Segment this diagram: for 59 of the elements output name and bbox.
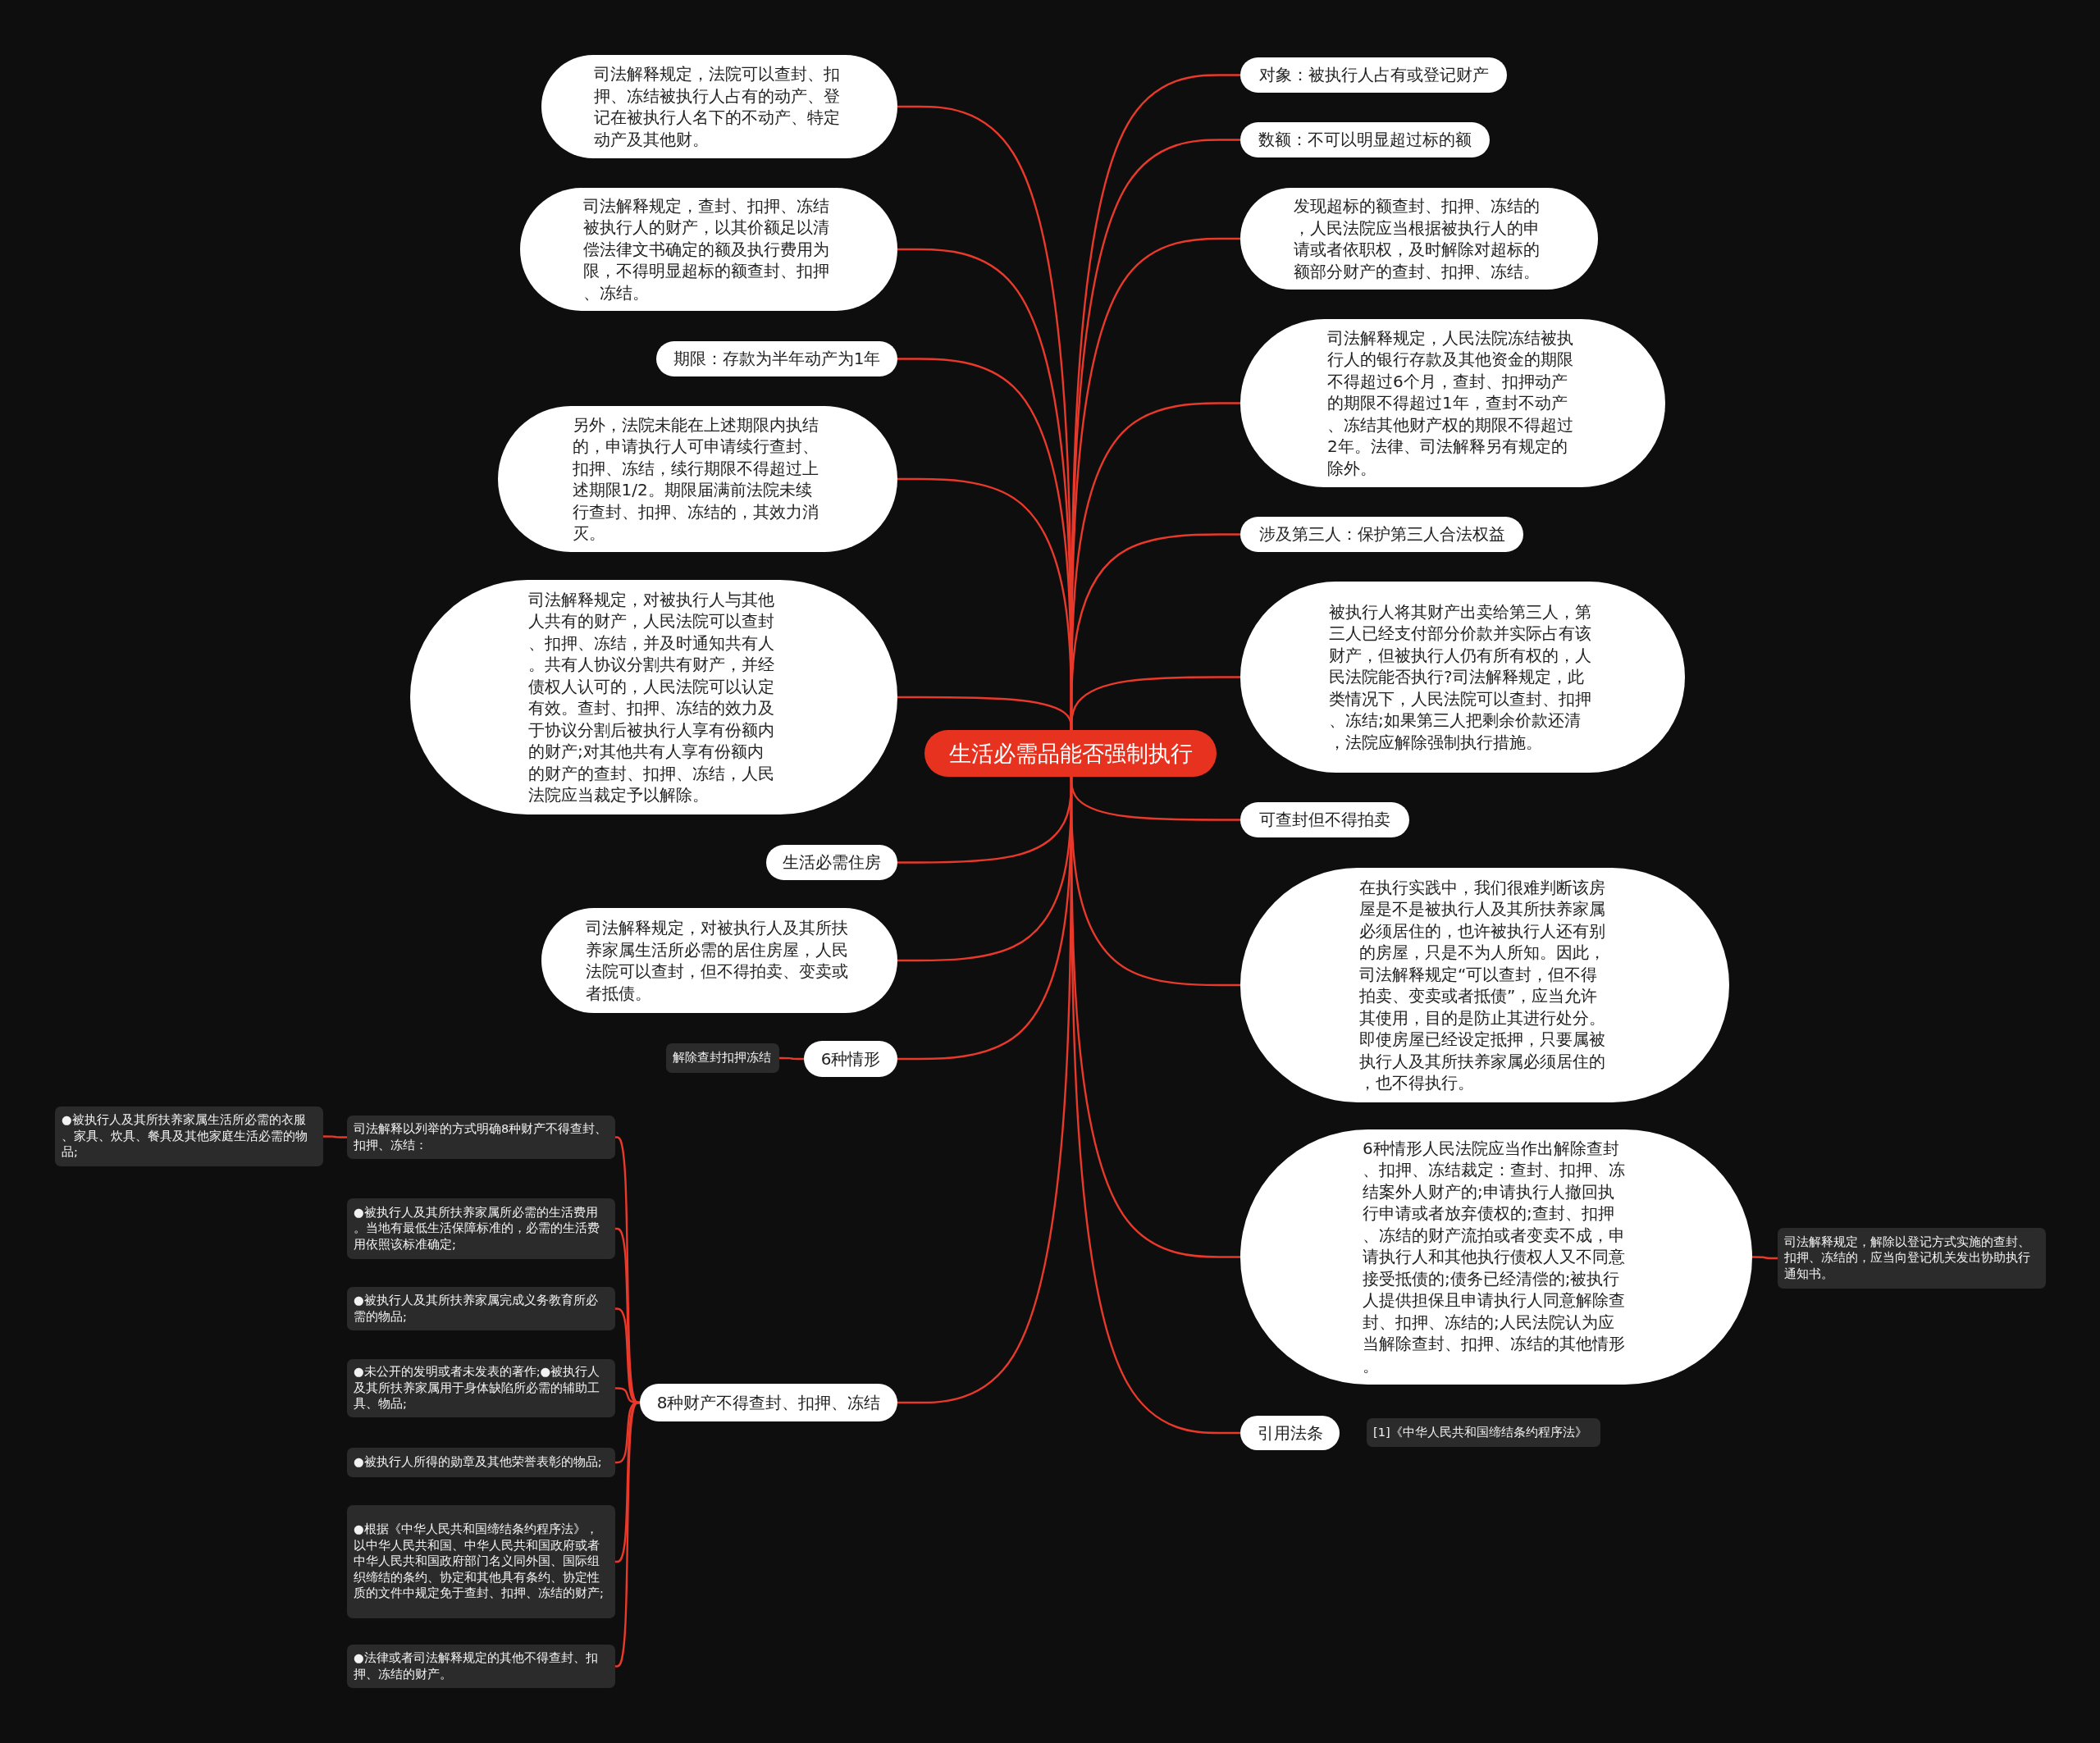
note-box — [347, 1448, 615, 1477]
note-text: ●被执行人及其所扶养家属生活所必需的衣服、家具、炊具、餐具及其他家庭生活必需的物品; — [62, 1112, 308, 1161]
topic-text: 6种情形人民法院应当作出解除查封、扣押、冻结裁定：查封、扣押、冻结案外人财产的;申请执行人撤回执行申请或者放弃债权的;查封、扣押、冻结的财产流拍或者变卖不成，申请执行人和其他执行债权人又不同意接受抵债的;债务已经清偿的;被执行人提供担保且申请执行人同意解除查封、扣押、冻结的;人民法院认为应当解除查封、扣押、冻结的其他情形。 — [1363, 1137, 1626, 1377]
topic-text: 司法解释规定，对被执行人与其他人共有的财产，人民法院可以查封、扣押、冻结，并及时通知共有人。共有人协议分割共有财产，并经债权人认可的，人民法院可以认定有效。查封、扣押、冻结的效力及于协议分割后被执行人享有份额内的财产;对其他共有人享有份额内的财产的查封、扣押、冻结，人民法院应当裁定予以解除。 — [528, 588, 775, 806]
topic-text: 另外，法院未能在上述期限内执结的，申请执行人可申请续行查封、扣押、冻结，续行期限不得超过上述期限1/2。期限届满前法院未续行查封、扣押、冻结的，其效力消灭。 — [572, 413, 819, 545]
note-box — [1778, 1228, 2046, 1289]
note-box — [55, 1106, 323, 1166]
topic-text: 司法解释规定，人民法院冻结被执行人的银行存款及其他资金的期限不得超过6个月，查封、扣押动产的期限不得超过1年，查封不动产、冻结其他财产权的期限不得超过2年。法律、司法解释另有规定的除外。 — [1327, 326, 1574, 480]
note-box — [347, 1505, 615, 1618]
topic-text: 生活必需住房 — [783, 851, 881, 874]
note-text: ●未公开的发明或者未发表的著作;●被执行人及其所扶养家属用于身体缺陷所必需的辅助工具、物品; — [354, 1364, 601, 1412]
topic-bubble — [1240, 57, 1507, 93]
note-box — [347, 1198, 615, 1259]
topic-bubble — [1240, 802, 1409, 837]
topic-text: 8种财产不得查封、扣押、冻结 — [656, 1391, 881, 1414]
note-text: ●被执行人及其所扶养家属完成义务教育所必需的物品; — [354, 1293, 599, 1325]
note-text: 司法解释以列举的方式明确8种财产不得查封、扣押、冻结： — [354, 1121, 609, 1153]
topic-bubble — [766, 845, 897, 880]
note-text: [1]《中华人民共和国缔结条约程序法》 — [1373, 1424, 1587, 1440]
note-box — [666, 1043, 779, 1073]
connector-line — [1070, 676, 1240, 730]
connector-line — [1752, 1256, 1778, 1260]
connector-line — [779, 1056, 804, 1061]
topic-text: 期限：存款为半年动产为1年 — [673, 348, 881, 370]
topic-text: 司法解释规定，对被执行人及其所扶养家属生活所必需的居住房屋，人民法院可以查封，但不得拍卖、变卖或者抵债。 — [586, 917, 849, 1004]
topic-text: 数额：不可以明显超过标的额 — [1258, 129, 1472, 151]
central-topic — [924, 730, 1217, 777]
note-box — [347, 1287, 615, 1330]
topic-text: 涉及第三人：保护第三人合法权益 — [1258, 523, 1505, 545]
topic-bubble — [656, 341, 897, 376]
topic-text: 生活必需品能否强制执行 — [948, 739, 1193, 768]
topic-bubble — [1240, 1416, 1340, 1450]
topic-text: 发现超标的额查封、扣押、冻结的，人民法院应当根据被执行人的申请或者依职权，及时解除对超标的额部分财产的查封、扣押、冻结。 — [1294, 195, 1541, 282]
topic-text: 6种情形 — [820, 1047, 881, 1070]
note-text: ●根据《中华人民共和国缔结条约程序法》，以中华人民共和国、中华人民共和国政府或者中华人民共和国政府部门名义同外国、国际组织缔结的条约、协定和其他具有条约、协定性质的文件中规定免于查封、扣押、冻结的财产; — [354, 1522, 605, 1602]
note-text: 司法解释规定，解除以登记方式实施的查封、扣押、冻结的，应当向登记机关发出协助执行通知书。 — [1784, 1234, 2031, 1282]
connector-line — [323, 1135, 347, 1138]
note-text: ●被执行人所得的勋章及其他荣誉表彰的物品; — [354, 1454, 602, 1471]
connector-line — [615, 1227, 640, 1404]
topic-text: 可查封但不得拍卖 — [1259, 809, 1390, 831]
connector-line — [1070, 777, 1240, 1435]
topic-text: 司法解释规定，法院可以查封、扣押、冻结被执行人占有的动产、登记在被执行人名下的不动产、特定动产及其他财。 — [594, 63, 841, 150]
topic-bubble — [640, 1384, 897, 1421]
topic-text: 在执行实践中，我们很难判断该房屋是不是被执行人及其所扶养家属必须居住的，也许被执行人还有别的房屋，只是不为人所知。因此，司法解释规定“可以查封，但不得拍卖、变卖或者抵债”，应当允许其使用，目的是防止其进行处分。即使房屋已经设定抵押，只要属被执行人及其所扶养家属必须居住的，也不得执行。 — [1359, 876, 1606, 1094]
note-text: 解除查封扣押冻结 — [673, 1050, 771, 1066]
note-box — [347, 1116, 615, 1159]
topic-text: 引用法条 — [1257, 1421, 1323, 1444]
note-text: ●法律或者司法解释规定的其他不得查封、扣押、冻结的财产。 — [354, 1650, 599, 1682]
note-box — [1367, 1418, 1600, 1447]
topic-text: 被执行人将其财产出卖给第三人，第三人已经支付部分价款并实际占有该财产，但被执行人仍有所有权的，人民法院能否执行?司法解释规定，此类情况下，人民法院可以查封、扣押、冻结;如果第三人把剩余价款还清，法院应解除强制执行措施。 — [1329, 600, 1592, 754]
note-box — [347, 1359, 615, 1417]
note-box — [347, 1645, 615, 1688]
topic-bubble — [804, 1041, 897, 1077]
topic-text: 司法解释规定，查封、扣押、冻结被执行人的财产，以其价额足以清偿法律文书确定的额及执行费用为限，不得明显超标的额查封、扣押、冻结。 — [583, 194, 830, 304]
topic-bubble — [1240, 517, 1523, 552]
topic-text: 对象：被执行人占有或登记财产 — [1258, 64, 1489, 86]
topic-bubble — [1240, 122, 1490, 157]
note-text: ●被执行人及其所扶养家属所必需的生活费用。当地有最低生活保障标准的，必需的生活费用依照该标准确定; — [354, 1204, 600, 1252]
connector-line — [614, 1401, 641, 1668]
